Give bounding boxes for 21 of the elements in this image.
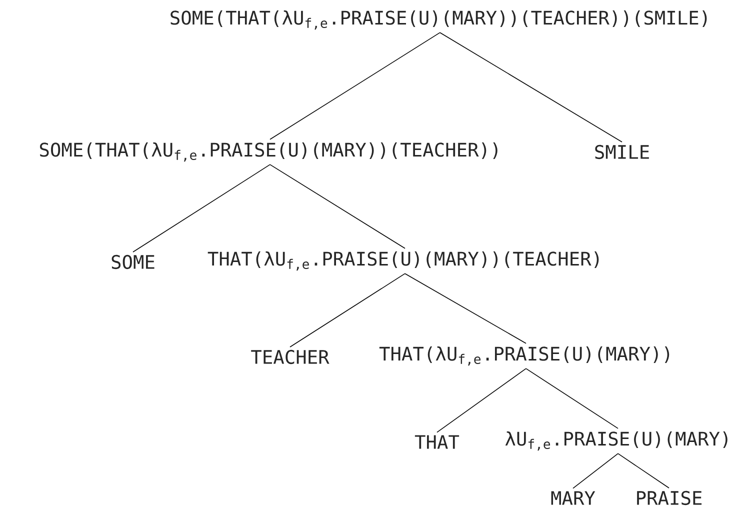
tree-branch [436, 368, 526, 433]
tree-branch [618, 453, 670, 488]
tree-branch [440, 32, 622, 142]
tree-node-label: THAT [414, 435, 460, 449]
tree-branch [132, 164, 270, 252]
tree-node-label: PRAISE [637, 490, 702, 506]
tree-node-label: SOME [112, 254, 154, 270]
tree-branch [526, 368, 618, 429]
tree-node-label: THAT(λU$_{f,e}$.PRAISE(U)(MARY))(TEACHER) [208, 251, 599, 271]
tree-branch [270, 32, 440, 140]
tree-branch [572, 453, 618, 489]
tree-branch [404, 273, 526, 344]
tree-node-label: SOME(THAT(λU$_{f,e}$.PRAISE(U)(MARY))(TEACHER))(SMILE) [170, 10, 707, 30]
tree-node-label: λU$_{f,e}$.PRAISE(U)(MARY) [505, 431, 728, 451]
tree-node-label: SMILE [595, 144, 649, 160]
tree-node-label: MARY [551, 491, 596, 505]
tree-node-label: SOME(THAT(λU$_{f,e}$.PRAISE(U)(MARY))(TEACHER)) [40, 142, 498, 162]
tree-branch [290, 273, 406, 348]
tree-branch [270, 164, 406, 249]
tree-node-label: THAT(λU$_{f,e}$.PRAISE(U)(MARY)) [379, 346, 670, 366]
tree-node-label: TEACHER [251, 350, 330, 364]
